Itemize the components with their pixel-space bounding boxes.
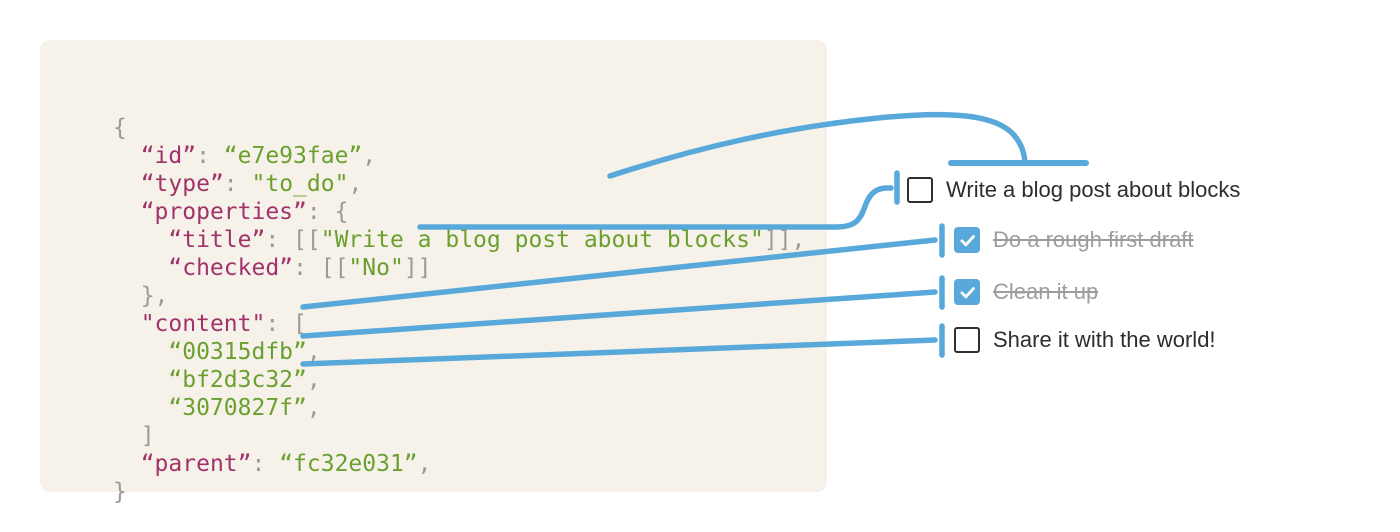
code-line: “3070827f”,	[113, 394, 805, 422]
code-token: [[	[293, 227, 321, 253]
code-token: “id”	[140, 143, 197, 169]
code-token	[113, 395, 168, 421]
code-line: }	[113, 478, 805, 506]
code-token: {	[113, 115, 127, 141]
todo-checkbox[interactable]	[954, 279, 980, 305]
code-line: “checked”: [["No"]]	[113, 254, 805, 282]
code-token: },	[113, 283, 169, 309]
code-line: “type”: "to_do",	[113, 170, 805, 198]
code-line: “00315dfb”,	[113, 338, 805, 366]
todo-checkbox[interactable]	[954, 327, 980, 353]
code-token: :	[223, 171, 252, 197]
code-line: },	[113, 282, 805, 310]
code-token	[113, 339, 168, 365]
code-token	[113, 227, 168, 253]
code-content: { “id”: “e7e93fae”, “type”: "to_do", “pr…	[113, 114, 805, 506]
checkmark-icon	[960, 286, 975, 298]
checkmark-icon	[960, 234, 975, 246]
code-token	[113, 199, 141, 225]
todo-label: Do a rough first draft	[993, 227, 1194, 252]
todo-checkbox[interactable]	[907, 177, 933, 203]
code-token: “checked”	[168, 255, 294, 281]
code-token: :	[196, 143, 224, 169]
code-token: “3070827f”	[168, 395, 307, 421]
code-token: }	[113, 479, 127, 505]
code-token: "to_do"	[251, 171, 349, 197]
code-token: :	[265, 227, 294, 253]
code-token: “e7e93fae”	[223, 143, 363, 169]
todo-item: Share it with the world!	[954, 327, 1216, 353]
code-token: “title”	[168, 227, 266, 253]
code-token: ]],	[763, 227, 806, 253]
code-token: ,	[417, 451, 432, 477]
code-token: “parent”	[140, 451, 252, 477]
code-token: “bf2d3c32”	[168, 367, 307, 393]
code-line: ]	[113, 422, 805, 450]
todo-item: Do a rough first draft	[954, 227, 1194, 253]
code-token: "No"	[348, 255, 404, 281]
todo-label: Clean it up	[993, 279, 1099, 304]
todo-label: Write a blog post about blocks	[946, 177, 1241, 202]
code-token: “fc32e031”	[279, 451, 418, 477]
code-token	[113, 143, 141, 169]
code-token: : {	[306, 199, 349, 225]
code-line: “bf2d3c32”,	[113, 366, 805, 394]
code-token: ,	[306, 395, 321, 421]
code-token	[113, 311, 141, 337]
code-token: :	[251, 451, 280, 477]
code-token: “type”	[140, 171, 224, 197]
code-token: ,	[362, 143, 377, 169]
todo-label: Share it with the world!	[993, 327, 1216, 352]
code-token: “00315dfb”	[168, 339, 307, 365]
code-token: [[	[320, 255, 349, 281]
code-token: "Write a blog post about blocks"	[320, 227, 764, 253]
code-token: [	[293, 311, 307, 337]
code-token	[113, 451, 141, 477]
code-token: ]]	[403, 255, 432, 281]
todo-item: Write a blog post about blocks	[907, 177, 1240, 203]
code-token: ,	[348, 171, 363, 197]
code-line: “title”: [["Write a blog post about bloc…	[113, 226, 805, 254]
code-token: ,	[306, 367, 321, 393]
code-line: {	[113, 114, 805, 142]
code-token: ,	[306, 339, 321, 365]
code-token: :	[293, 255, 321, 281]
code-token: "content"	[140, 311, 266, 337]
code-token	[113, 255, 168, 281]
code-line: “properties”: {	[113, 198, 805, 226]
code-token	[113, 367, 168, 393]
code-token: “properties”	[140, 199, 307, 225]
code-line: "content": [	[113, 310, 805, 338]
code-panel: { “id”: “e7e93fae”, “type”: "to_do", “pr…	[40, 40, 827, 505]
code-token: ]	[113, 423, 155, 449]
code-token	[113, 171, 141, 197]
todo-checkbox[interactable]	[954, 227, 980, 253]
code-token: :	[265, 311, 294, 337]
code-line: “parent”: “fc32e031”,	[113, 450, 805, 478]
code-line: “id”: “e7e93fae”,	[113, 142, 805, 170]
todo-item: Clean it up	[954, 279, 1098, 305]
